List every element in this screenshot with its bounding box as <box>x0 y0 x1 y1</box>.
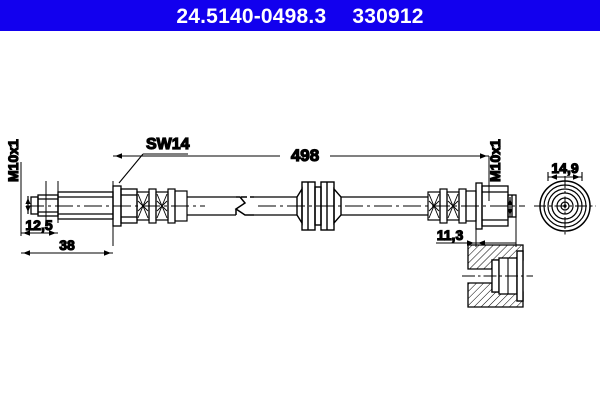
right-end-length-value: 11,3 <box>437 227 464 243</box>
left-end-length-value: 38 <box>59 237 75 253</box>
right-thread-label: M10x1 <box>487 139 503 182</box>
left-thread-height-dim <box>25 196 31 214</box>
spanner-size-label: SW14 <box>146 136 190 153</box>
right-thread-height-dim <box>507 197 513 217</box>
header-title-group: 24.5140-0498.3 330912 <box>176 5 423 29</box>
break-symbol <box>234 196 254 216</box>
end-view-circular <box>534 176 596 236</box>
drawing-canvas: M10x1 <box>4 135 596 308</box>
spanner-size-callout: SW14 <box>118 135 190 184</box>
left-thread-length-value: 12,5 <box>25 217 52 233</box>
hose-body-left <box>187 196 236 216</box>
end-view-diameter-dimension: 14,9 <box>547 159 583 181</box>
reference-number: 330912 <box>352 4 424 28</box>
technical-drawing: M10x1 <box>0 31 600 400</box>
left-thread-label: M10x1 <box>5 139 21 182</box>
part-number: 24.5140-0498.3 <box>176 4 327 28</box>
right-witness-lines <box>475 156 517 247</box>
left-end-length-dimension: 38 <box>21 236 113 256</box>
right-end-length-dimension: 11,3 <box>436 156 517 247</box>
hose-body-middle <box>254 196 297 216</box>
end-view-centerlines <box>534 176 596 236</box>
header-bar: 24.5140-0498.3 330912 <box>0 0 600 31</box>
overall-length-value: 498 <box>291 146 319 165</box>
left-thread-length-dimension: 12,5 <box>21 216 58 236</box>
hose-body-right <box>341 196 428 216</box>
end-view-diameter-value: 14,9 <box>551 160 578 176</box>
section-detail-view <box>462 244 533 308</box>
